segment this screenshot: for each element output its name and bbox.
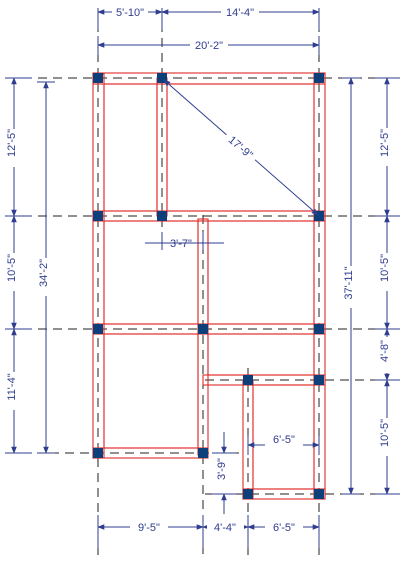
dim-right-middle: 10'-5" bbox=[379, 254, 391, 282]
grid-lines bbox=[8, 8, 395, 555]
column bbox=[198, 324, 208, 334]
column bbox=[243, 375, 253, 385]
column bbox=[93, 448, 103, 458]
column bbox=[93, 73, 103, 83]
column bbox=[93, 324, 103, 334]
dim-left-middle: 10'-5" bbox=[6, 254, 18, 282]
column bbox=[93, 211, 103, 221]
dim-bottom-left: 9'-5" bbox=[138, 522, 160, 534]
column bbox=[314, 489, 324, 499]
dim-top-left: 5'-10" bbox=[116, 7, 144, 19]
dim-bottom-middle: 4'-4" bbox=[214, 522, 236, 534]
dim-top-right: 14'-4" bbox=[226, 7, 254, 19]
dim-bottom-right: 6'-5" bbox=[273, 522, 295, 534]
dim-left-bottom: 11'-4" bbox=[6, 373, 18, 400]
column bbox=[314, 73, 324, 83]
column bbox=[314, 324, 324, 334]
column bbox=[314, 375, 324, 385]
column bbox=[198, 448, 208, 458]
dim-inner-bay: 6'-5" bbox=[273, 434, 295, 446]
dim-interior-span: 3'-7" bbox=[170, 238, 192, 250]
dim-top-total: 20'-2" bbox=[195, 40, 223, 52]
dim-right-top: 12'-5" bbox=[379, 129, 391, 157]
column bbox=[157, 211, 167, 221]
column bbox=[157, 73, 167, 83]
dim-left-total: 34'-2" bbox=[38, 259, 50, 287]
dim-right-bottom: 10'-5" bbox=[379, 419, 391, 447]
columns bbox=[93, 73, 324, 499]
dim-right-small: 4'-8" bbox=[379, 340, 391, 362]
column bbox=[314, 211, 324, 221]
column bbox=[243, 489, 253, 499]
dim-left-top: 12'-5" bbox=[6, 129, 18, 157]
dimension-labels: 5'-10" 14'-4" 20'-2" 17'-9" 3'-7" 12'-5"… bbox=[6, 5, 394, 534]
dim-right-total: 37'-11" bbox=[343, 266, 355, 299]
dim-small-vertical: 3'-9" bbox=[216, 458, 228, 480]
